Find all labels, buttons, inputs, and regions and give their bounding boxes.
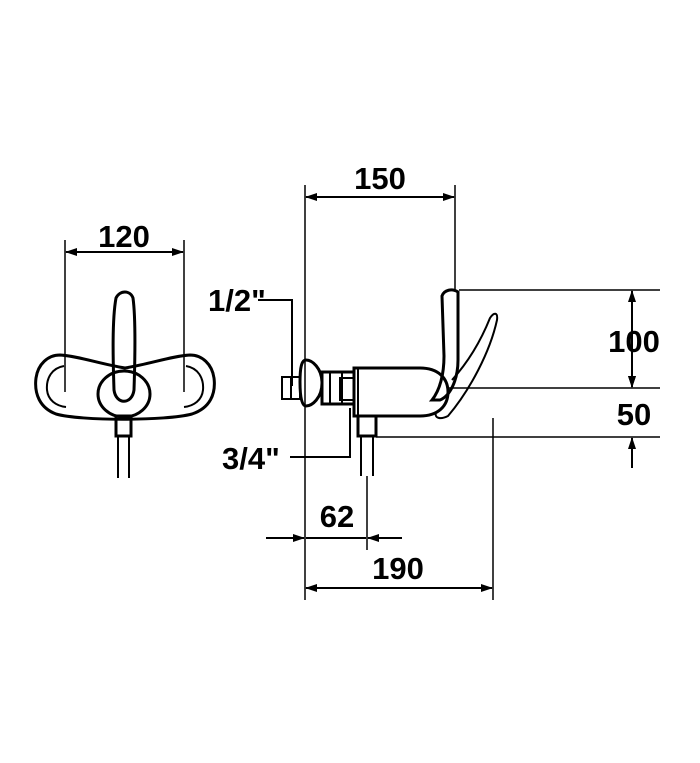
inlet-offset-label: 62 xyxy=(320,499,354,534)
mixer-body xyxy=(352,366,450,418)
inlet-offset-dimension: 62 xyxy=(266,476,402,550)
height-dimensions: 100 50 xyxy=(376,289,660,468)
depth-dimension: 150 xyxy=(304,161,456,600)
connection-top-callout: 1/2" xyxy=(208,283,293,386)
front-body xyxy=(34,290,216,478)
connection-bottom-label: 3/4" xyxy=(222,441,280,476)
outlet-pipe xyxy=(356,414,378,476)
height-upper-label: 100 xyxy=(608,324,660,359)
total-projection-label: 190 xyxy=(372,551,424,586)
height-lower-label: 50 xyxy=(617,397,651,432)
connection-bottom-callout: 3/4" xyxy=(222,408,351,476)
front-width-label: 120 xyxy=(98,219,150,254)
depth-label: 150 xyxy=(354,161,406,196)
lever-handle xyxy=(428,288,499,420)
side-view: 150 xyxy=(208,161,660,600)
connection-nut xyxy=(320,370,356,406)
front-width-dimension: 120 xyxy=(64,219,185,392)
connection-top-label: 1/2" xyxy=(208,283,266,318)
front-view: 120 xyxy=(34,219,216,478)
total-projection-dimension: 190 xyxy=(305,418,494,600)
wall-flange xyxy=(281,358,324,408)
